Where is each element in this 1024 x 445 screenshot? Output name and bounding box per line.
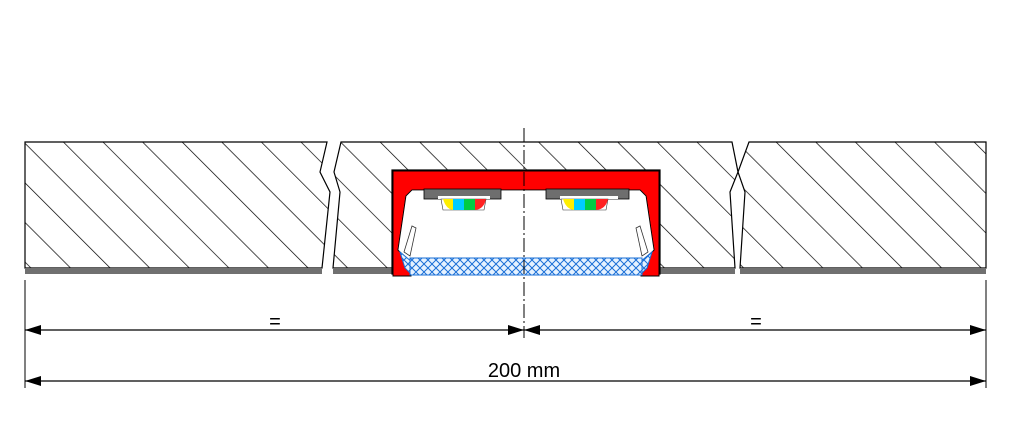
diffuser-cover-bottom — [409, 257, 643, 276]
rgb-led-icon — [440, 198, 487, 211]
diffuser-clip-left — [403, 225, 417, 257]
half-dimension-lines — [25, 325, 986, 335]
left-half-dimension-label: = — [269, 311, 281, 333]
profile-cavity — [397, 189, 655, 263]
bottom-finish-strip — [25, 268, 986, 274]
diffuser-clip-right — [635, 225, 649, 257]
total-dimension-label: 200 mm — [488, 360, 560, 382]
total-dimension-line — [25, 376, 986, 386]
right-half-dimension-label: = — [750, 311, 762, 333]
rgb-led-icon — [560, 198, 609, 211]
